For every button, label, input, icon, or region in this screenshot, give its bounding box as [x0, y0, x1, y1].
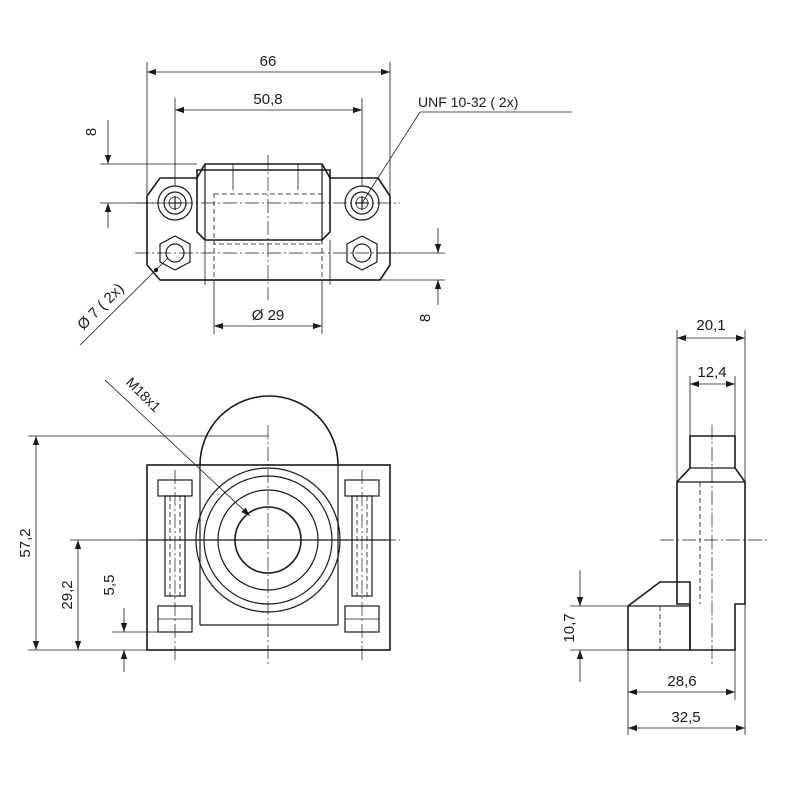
dim-top-offset-lower: 8 — [417, 314, 434, 322]
dim-front-base-height: 5,5 — [101, 575, 118, 596]
top-base-plate — [146, 169, 391, 281]
dim-hole-diameter: Ø 7 ( 2x) — [74, 280, 127, 333]
side-view: 20,1 12,4 10,7 28,6 32,5 — [561, 317, 770, 735]
dim-bore-diameter: Ø 29 — [252, 307, 285, 324]
top-nut-right — [346, 235, 378, 271]
top-center-block — [196, 163, 331, 241]
dim-side-width-outer: 20,1 — [696, 317, 725, 334]
dim-front-height: 57,2 — [17, 528, 34, 557]
dim-hole-spacing: 50,8 — [253, 91, 282, 108]
side-foot — [627, 581, 691, 651]
dim-overall-width: 66 — [260, 53, 277, 70]
dim-side-depth-inner: 28,6 — [667, 673, 696, 690]
thread-label-m18: M18x1 — [123, 374, 164, 415]
top-view: 66 50,8 UNF 10-32 ( 2x) 8 8 Ø 29 Ø 7 ( 2… — [74, 53, 572, 346]
thread-label-unf: UNF 10-32 ( 2x) — [418, 94, 518, 110]
front-screw-right — [344, 479, 380, 633]
dim-side-width-inner: 12,4 — [697, 364, 726, 381]
dim-top-offset-upper: 8 — [83, 128, 100, 136]
dim-front-center-height: 29,2 — [59, 580, 76, 609]
front-screw-left — [157, 479, 193, 633]
front-view: M18x1 57,2 29,2 5,5 — [17, 374, 400, 672]
dim-side-depth-outer: 32,5 — [671, 709, 700, 726]
dim-side-foot-height: 10,7 — [561, 613, 578, 642]
front-body — [146, 464, 391, 651]
front-arch — [199, 395, 339, 466]
